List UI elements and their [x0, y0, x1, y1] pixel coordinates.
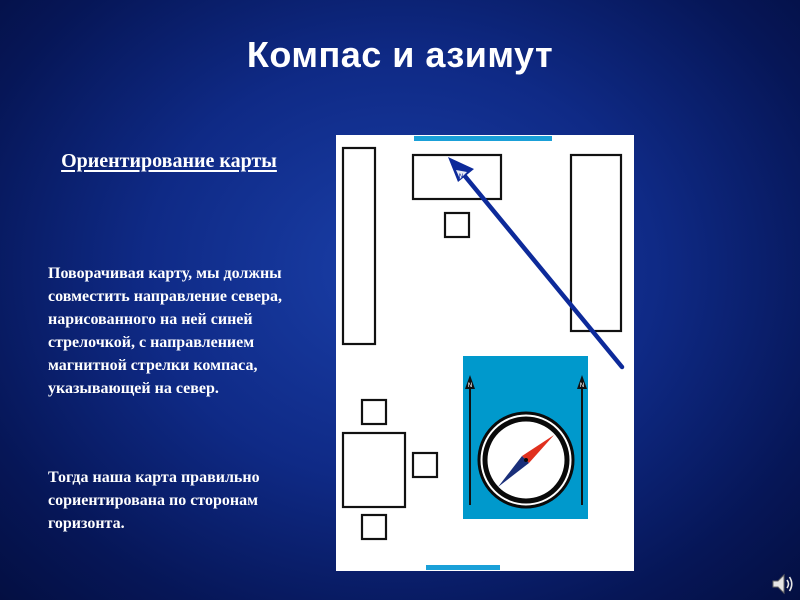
map-top-bar — [414, 136, 552, 141]
paragraph-conclusion: Тогда наша карта правильно сориентирован… — [48, 469, 260, 532]
slide-title: Компас и азимут — [246, 34, 554, 75]
svg-text:N: N — [459, 173, 464, 180]
map-right-cabinet — [569, 153, 623, 333]
panel-north-arrow-left: N — [465, 375, 475, 505]
panel-north-arrow-right: N — [577, 375, 587, 505]
paragraph-instruction: Поворачивая карту, мы должны совместить … — [48, 265, 282, 397]
compass-needle-north — [522, 435, 554, 463]
map-chair — [443, 211, 471, 239]
map-desk — [341, 431, 407, 509]
svg-text:N: N — [580, 382, 585, 389]
map-chair — [411, 451, 439, 479]
compass-needle-south — [498, 456, 529, 487]
svg-text:N: N — [468, 382, 473, 389]
map-illustration: N N N — [336, 135, 634, 571]
subtitle: Ориентирование карты — [61, 150, 277, 172]
map-left-wall-block — [341, 146, 377, 346]
speaker-icon[interactable] — [770, 572, 796, 596]
map-chair — [360, 398, 388, 426]
map-north-arrow: N — [448, 157, 625, 370]
map-table — [411, 153, 503, 201]
compass-icon — [477, 411, 575, 509]
map-bottom-bar — [426, 565, 500, 570]
map-chair — [360, 513, 388, 541]
